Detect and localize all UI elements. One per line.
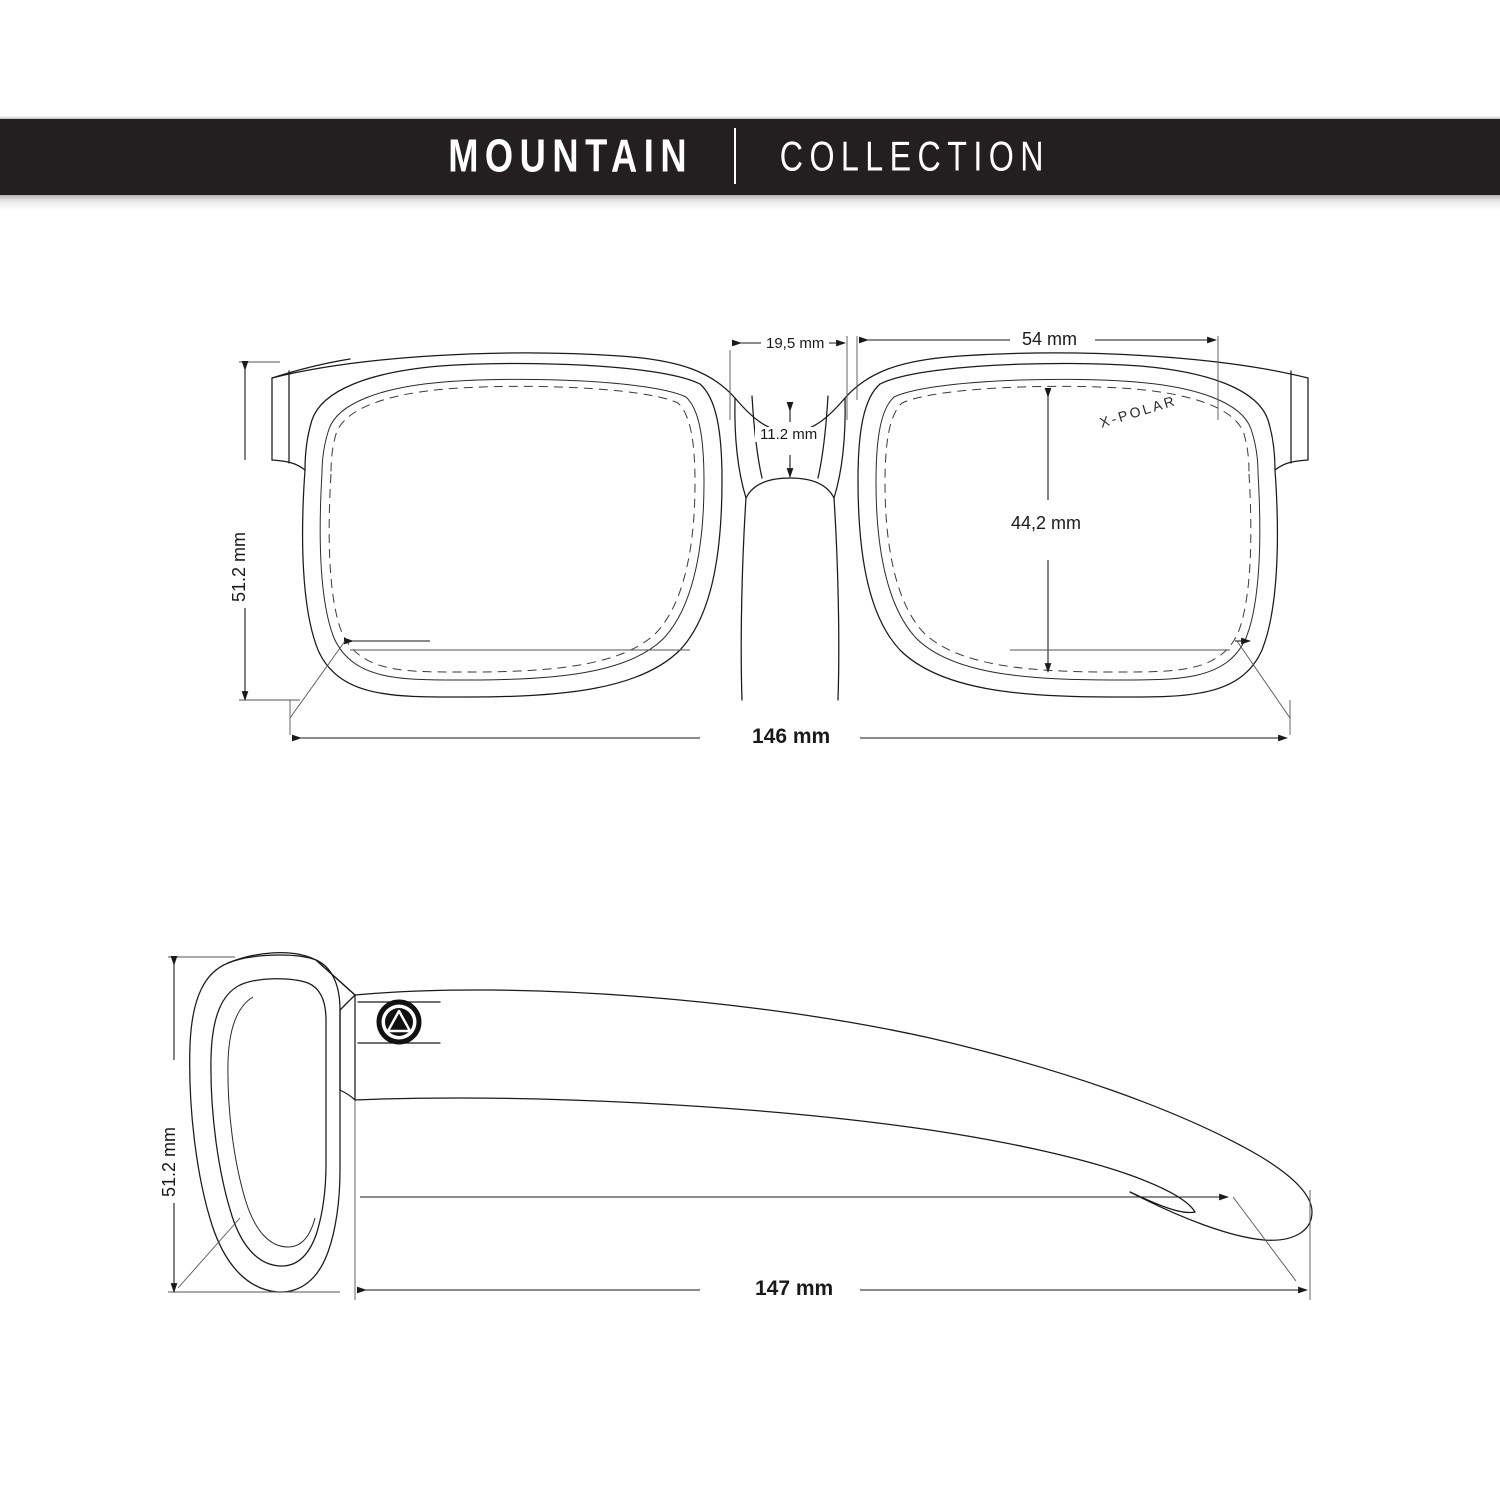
temple-arm-upper bbox=[354, 989, 1313, 1241]
right-lens-inner-rim bbox=[875, 378, 1261, 681]
banner-drop-shadow bbox=[0, 195, 1500, 211]
temple-logo-badge bbox=[357, 999, 441, 1045]
side-frame-outer bbox=[189, 954, 341, 1293]
dim-label-frame-height-front: 51.2 mm bbox=[229, 525, 249, 608]
collection-label: COLLECTION bbox=[779, 132, 1050, 180]
dim-label-temple-length: 147 mm bbox=[745, 1278, 844, 1299]
temple-arm-tip bbox=[1129, 1191, 1196, 1214]
banner-bar: MOUNTAIN COLLECTION bbox=[0, 119, 1500, 195]
left-lens-inner-rim bbox=[319, 378, 705, 681]
dim-temple-length bbox=[354, 1100, 1311, 1300]
dim-label-total-width: 146 mm bbox=[742, 726, 841, 747]
right-lens-outer-rim bbox=[857, 362, 1279, 698]
side-frame-inner-2 bbox=[227, 996, 316, 1248]
header-banner: MOUNTAIN COLLECTION bbox=[0, 0, 1500, 211]
front-right-hinge bbox=[1274, 370, 1309, 471]
dim-label-lens-height: 44,2 mm bbox=[1005, 514, 1088, 532]
banner-title-group: MOUNTAIN COLLECTION bbox=[439, 128, 1062, 184]
front-view-group bbox=[239, 336, 1309, 742]
brand-divider-icon bbox=[733, 128, 736, 184]
right-lens-groove bbox=[884, 385, 1252, 673]
dim-label-bridge-width: 19,5 mm bbox=[761, 336, 830, 351]
dim-lens-width bbox=[856, 336, 1219, 420]
side-hinge-block bbox=[227, 952, 356, 1101]
dim-total-width bbox=[289, 637, 1291, 742]
side-view-group bbox=[168, 952, 1313, 1300]
left-lens-groove bbox=[328, 385, 696, 673]
side-frame-inner bbox=[210, 978, 327, 1267]
dim-label-bridge-height: 11.2 mm bbox=[755, 427, 823, 442]
left-lens-outer-rim bbox=[301, 362, 723, 698]
banner-top-highlight bbox=[0, 116, 1500, 119]
brand-name: MOUNTAIN bbox=[447, 130, 693, 182]
temple-arm-lower bbox=[354, 1097, 1196, 1213]
dim-label-frame-height-side: 51.2 mm bbox=[159, 1120, 179, 1203]
dim-frame-height-side bbox=[168, 956, 340, 1293]
nose-bridge bbox=[734, 395, 846, 701]
dim-frame-height-front bbox=[239, 361, 300, 701]
mountain-triangle-icon bbox=[386, 1009, 412, 1033]
dim-label-lens-width: 54 mm bbox=[1016, 330, 1084, 348]
